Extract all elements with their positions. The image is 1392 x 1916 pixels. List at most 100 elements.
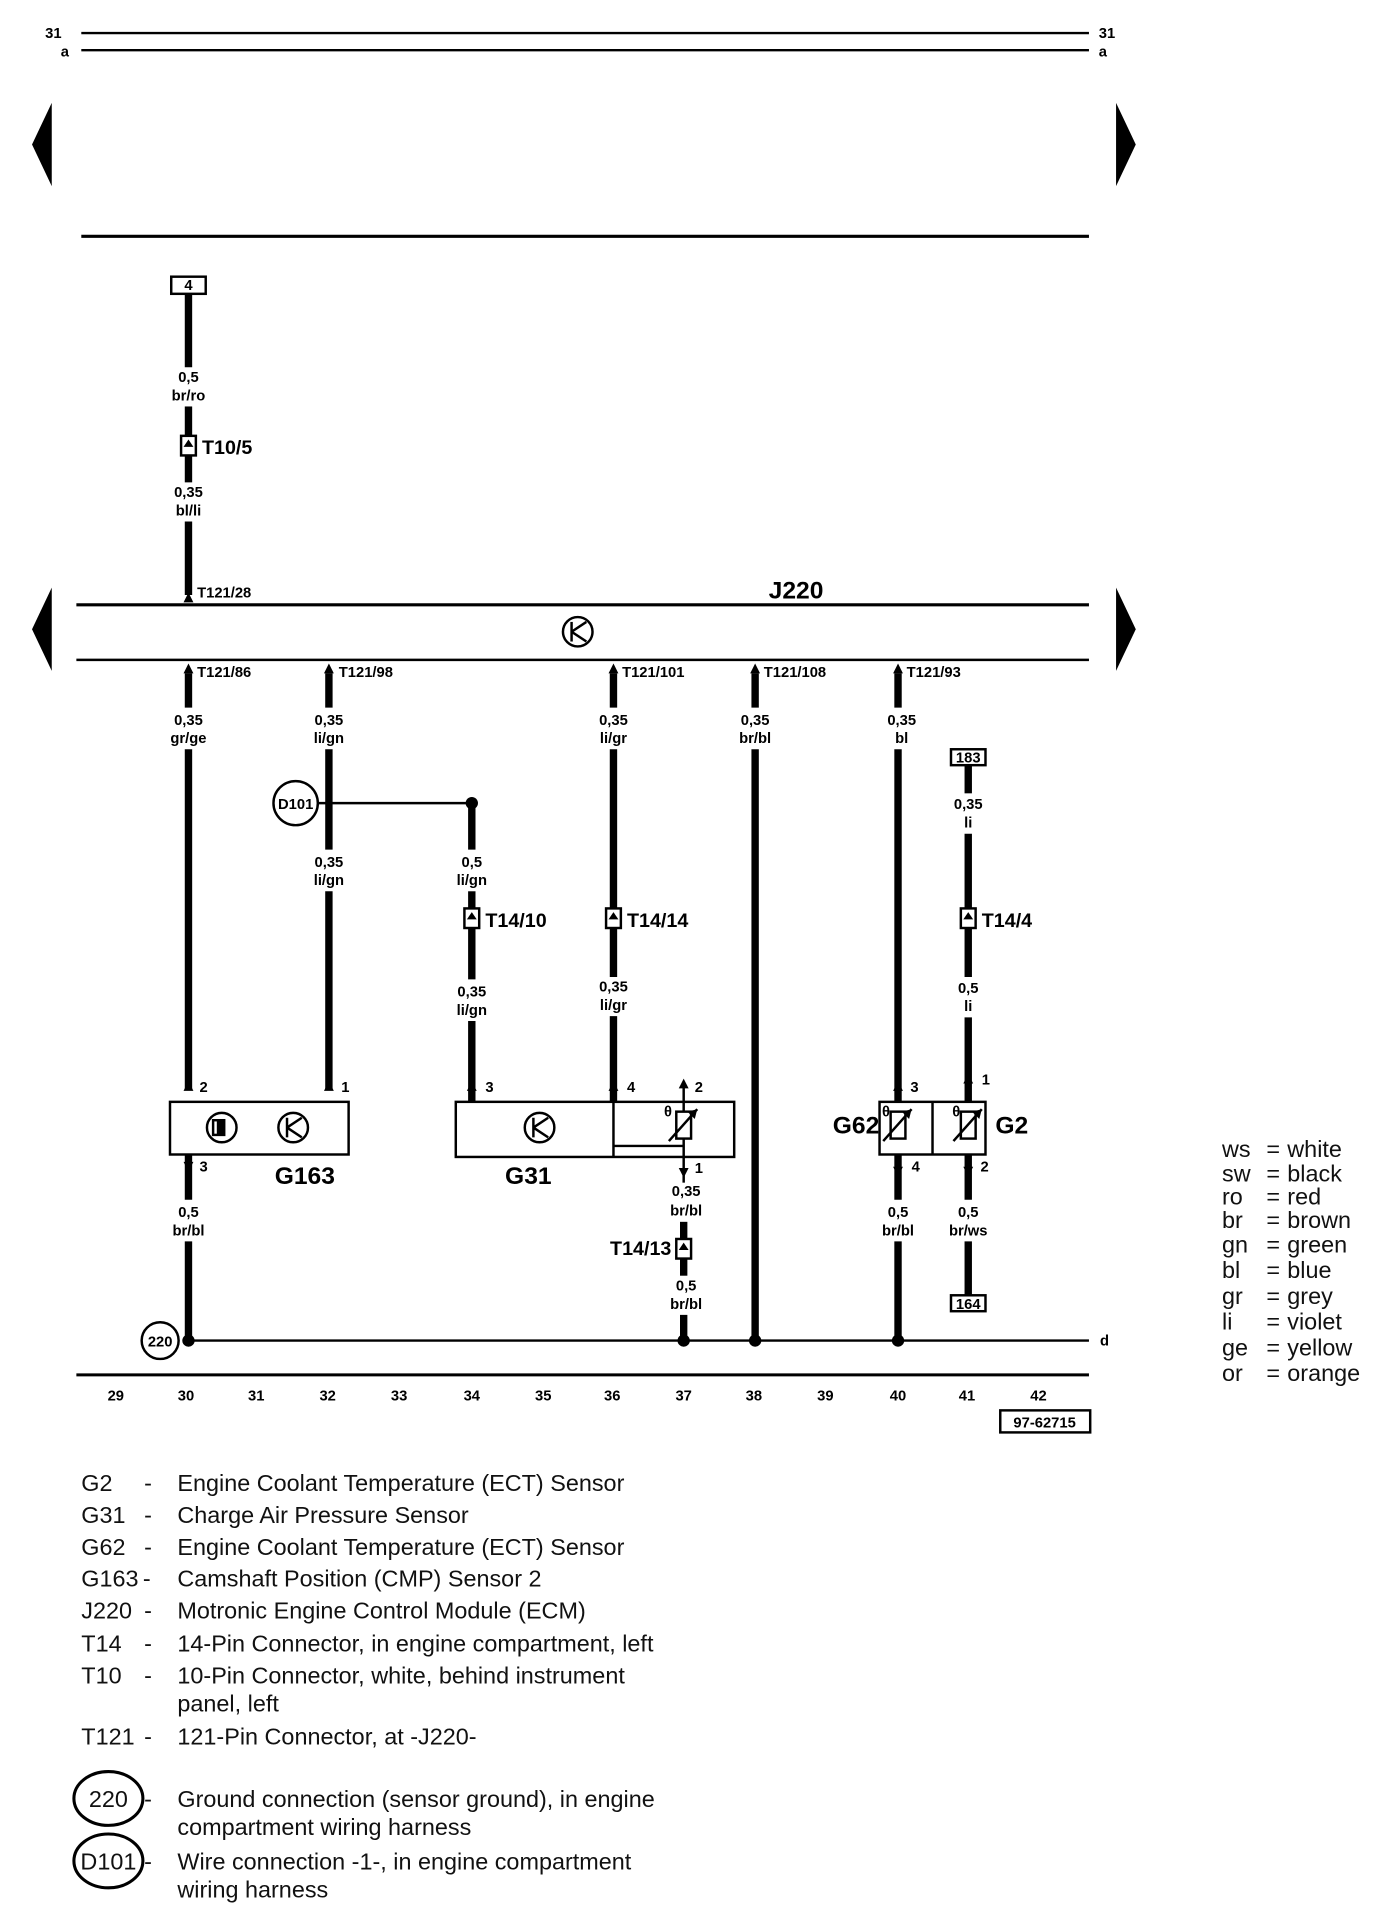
track-number: 38	[746, 1389, 762, 1405]
wire-color: gr/ge	[170, 731, 206, 747]
legend-description: Engine Coolant Temperature (ECT) Sensor	[177, 1470, 624, 1496]
key-eq: =	[1266, 1309, 1280, 1335]
transistor-symbol-icon	[561, 615, 594, 648]
connector-label: T121/86	[197, 665, 251, 681]
page-number-right: 31	[1099, 26, 1115, 42]
track-number: 32	[319, 1389, 335, 1405]
wire-size: 0,35	[741, 713, 770, 729]
legend-item: 220 - Ground connection (sensor ground),…	[72, 1770, 655, 1840]
wire-t121-101: T121/101 0,35 li/gr T14/14 0,35 li/gr 4	[599, 663, 688, 1102]
connector-t14-14-label: T14/14	[627, 910, 688, 932]
splice-d101-label: D101	[278, 797, 313, 813]
key-code: li	[1222, 1309, 1232, 1335]
legend-description: 10-Pin Connector, white, behind instrume…	[177, 1662, 625, 1688]
track-number: 41	[959, 1389, 975, 1405]
wire-size: 0,5	[958, 1205, 979, 1221]
hall-sensor-icon	[205, 1111, 238, 1144]
legend-item: T10 - 10-Pin Connector, white, behind in…	[81, 1662, 625, 1716]
legend-item: G2 - Engine Coolant Temperature (ECT) Se…	[81, 1470, 624, 1496]
component-g62-g2: θ θ G62 G2	[833, 1100, 1028, 1156]
wire-size: 0,5	[462, 855, 483, 871]
track-number: 34	[464, 1389, 481, 1405]
thermistor-icon: θ	[882, 1105, 913, 1142]
wire-size: 0,5	[888, 1205, 909, 1221]
legend-item: D101 - Wire connection -1-, in engine co…	[72, 1832, 632, 1903]
wire-size: 0,5	[958, 981, 979, 997]
wire-color: br/bl	[670, 1297, 702, 1313]
key-name: green	[1287, 1232, 1347, 1258]
legend-code: J220	[81, 1598, 132, 1624]
wire-color: li/gn	[457, 1003, 487, 1019]
wire-size: 0,35	[174, 713, 203, 729]
component-g163: G163	[168, 1100, 350, 1190]
legend-code: T14	[81, 1631, 121, 1657]
track-number: 33	[391, 1389, 407, 1405]
connector-box-183-label: 183	[956, 751, 981, 767]
key-code: ro	[1222, 1184, 1243, 1210]
doc-number: 97-62715	[1013, 1416, 1075, 1432]
legend-item: G163 - Camshaft Position (CMP) Sensor 2	[81, 1566, 541, 1592]
key-name: black	[1287, 1160, 1342, 1186]
legend-description: Motronic Engine Control Module (ECM)	[177, 1598, 585, 1624]
wire-g2-pin2: 2 0,5 br/ws 164	[949, 1154, 989, 1313]
wire-color: li/gr	[600, 998, 627, 1014]
legend-dash: -	[144, 1470, 152, 1496]
wire-color: li	[964, 816, 972, 832]
wire-t121-98: T121/98 0,35 li/gn 0,35 li/gn 1	[314, 663, 393, 1096]
key-code: bl	[1222, 1257, 1240, 1283]
legend-item: T14 - 14-Pin Connector, in engine compar…	[81, 1631, 654, 1657]
svg-text:θ: θ	[952, 1105, 960, 1121]
connector-label: T121/93	[907, 665, 961, 681]
track-number: 37	[675, 1389, 691, 1405]
wire-size: 0,5	[178, 1205, 199, 1221]
track-number: 42	[1030, 1389, 1046, 1405]
legend-code: T121	[81, 1724, 134, 1750]
legend-dash: -	[143, 1566, 151, 1592]
legend-description: compartment wiring harness	[177, 1814, 471, 1840]
track-number: 29	[108, 1389, 124, 1405]
splice-d101: D101	[272, 779, 478, 827]
legend-dash: -	[144, 1786, 152, 1812]
track-label-left: a	[61, 44, 70, 60]
legend-code: D101	[80, 1849, 136, 1875]
track-number: 39	[817, 1389, 833, 1405]
key-name: violet	[1287, 1309, 1342, 1335]
wire-color: br/bl	[882, 1223, 914, 1239]
wire-color: br/bl	[739, 731, 771, 747]
key-eq: =	[1266, 1360, 1280, 1386]
nav-arrow-left-top-icon[interactable]	[32, 102, 52, 187]
wire-size: 0,35	[599, 980, 628, 996]
wire-g62-pin4: 4 0,5 br/bl	[882, 1154, 921, 1341]
ground-220-icon	[72, 1770, 145, 1827]
key-code: sw	[1222, 1160, 1251, 1186]
track-label-bottom: d	[1100, 1334, 1109, 1350]
wire-color: li/gn	[314, 873, 344, 889]
wire-t121-86: T121/86 0,35 gr/ge 2	[170, 663, 251, 1096]
wire-size: 0,35	[174, 485, 203, 501]
pin-label: 3	[200, 1160, 208, 1176]
track-number: 31	[248, 1389, 264, 1405]
top-feed-wire: 4 0,5 br/ro T10/5 0,35 bl/li T121/28	[169, 275, 252, 603]
component-g2-label: G2	[995, 1113, 1028, 1140]
wire-t121-93: T121/93 0,35 bl 3	[887, 663, 961, 1102]
pin-label: 4	[912, 1160, 921, 1176]
connector-label: T121/98	[339, 665, 393, 681]
wire-size: 0,35	[315, 713, 344, 729]
key-code: or	[1222, 1360, 1243, 1386]
legend-item: G62 - Engine Coolant Temperature (ECT) S…	[81, 1534, 624, 1560]
track-label-right: a	[1099, 44, 1108, 60]
connector-box-164-label: 164	[956, 1297, 981, 1313]
nav-arrow-right-mid-icon[interactable]	[1116, 587, 1136, 671]
legend-code: 220	[89, 1786, 128, 1812]
wire-size: 0,35	[672, 1184, 701, 1200]
nav-arrow-right-top-icon[interactable]	[1116, 102, 1136, 187]
connector-t14-10-label: T14/10	[485, 910, 546, 932]
nav-arrow-left-mid-icon[interactable]	[32, 587, 52, 671]
legend-dash: -	[144, 1534, 152, 1560]
track-bar: 29 30 31 32 33 34 35 36 37 38 39 40 41 4…	[76, 1373, 1092, 1434]
key-name: grey	[1287, 1283, 1333, 1309]
connector-box-4-label: 4	[184, 278, 193, 294]
legend-item: T121 - 121-Pin Connector, at -J220-	[81, 1724, 476, 1750]
transistor-symbol-icon	[277, 1111, 310, 1144]
